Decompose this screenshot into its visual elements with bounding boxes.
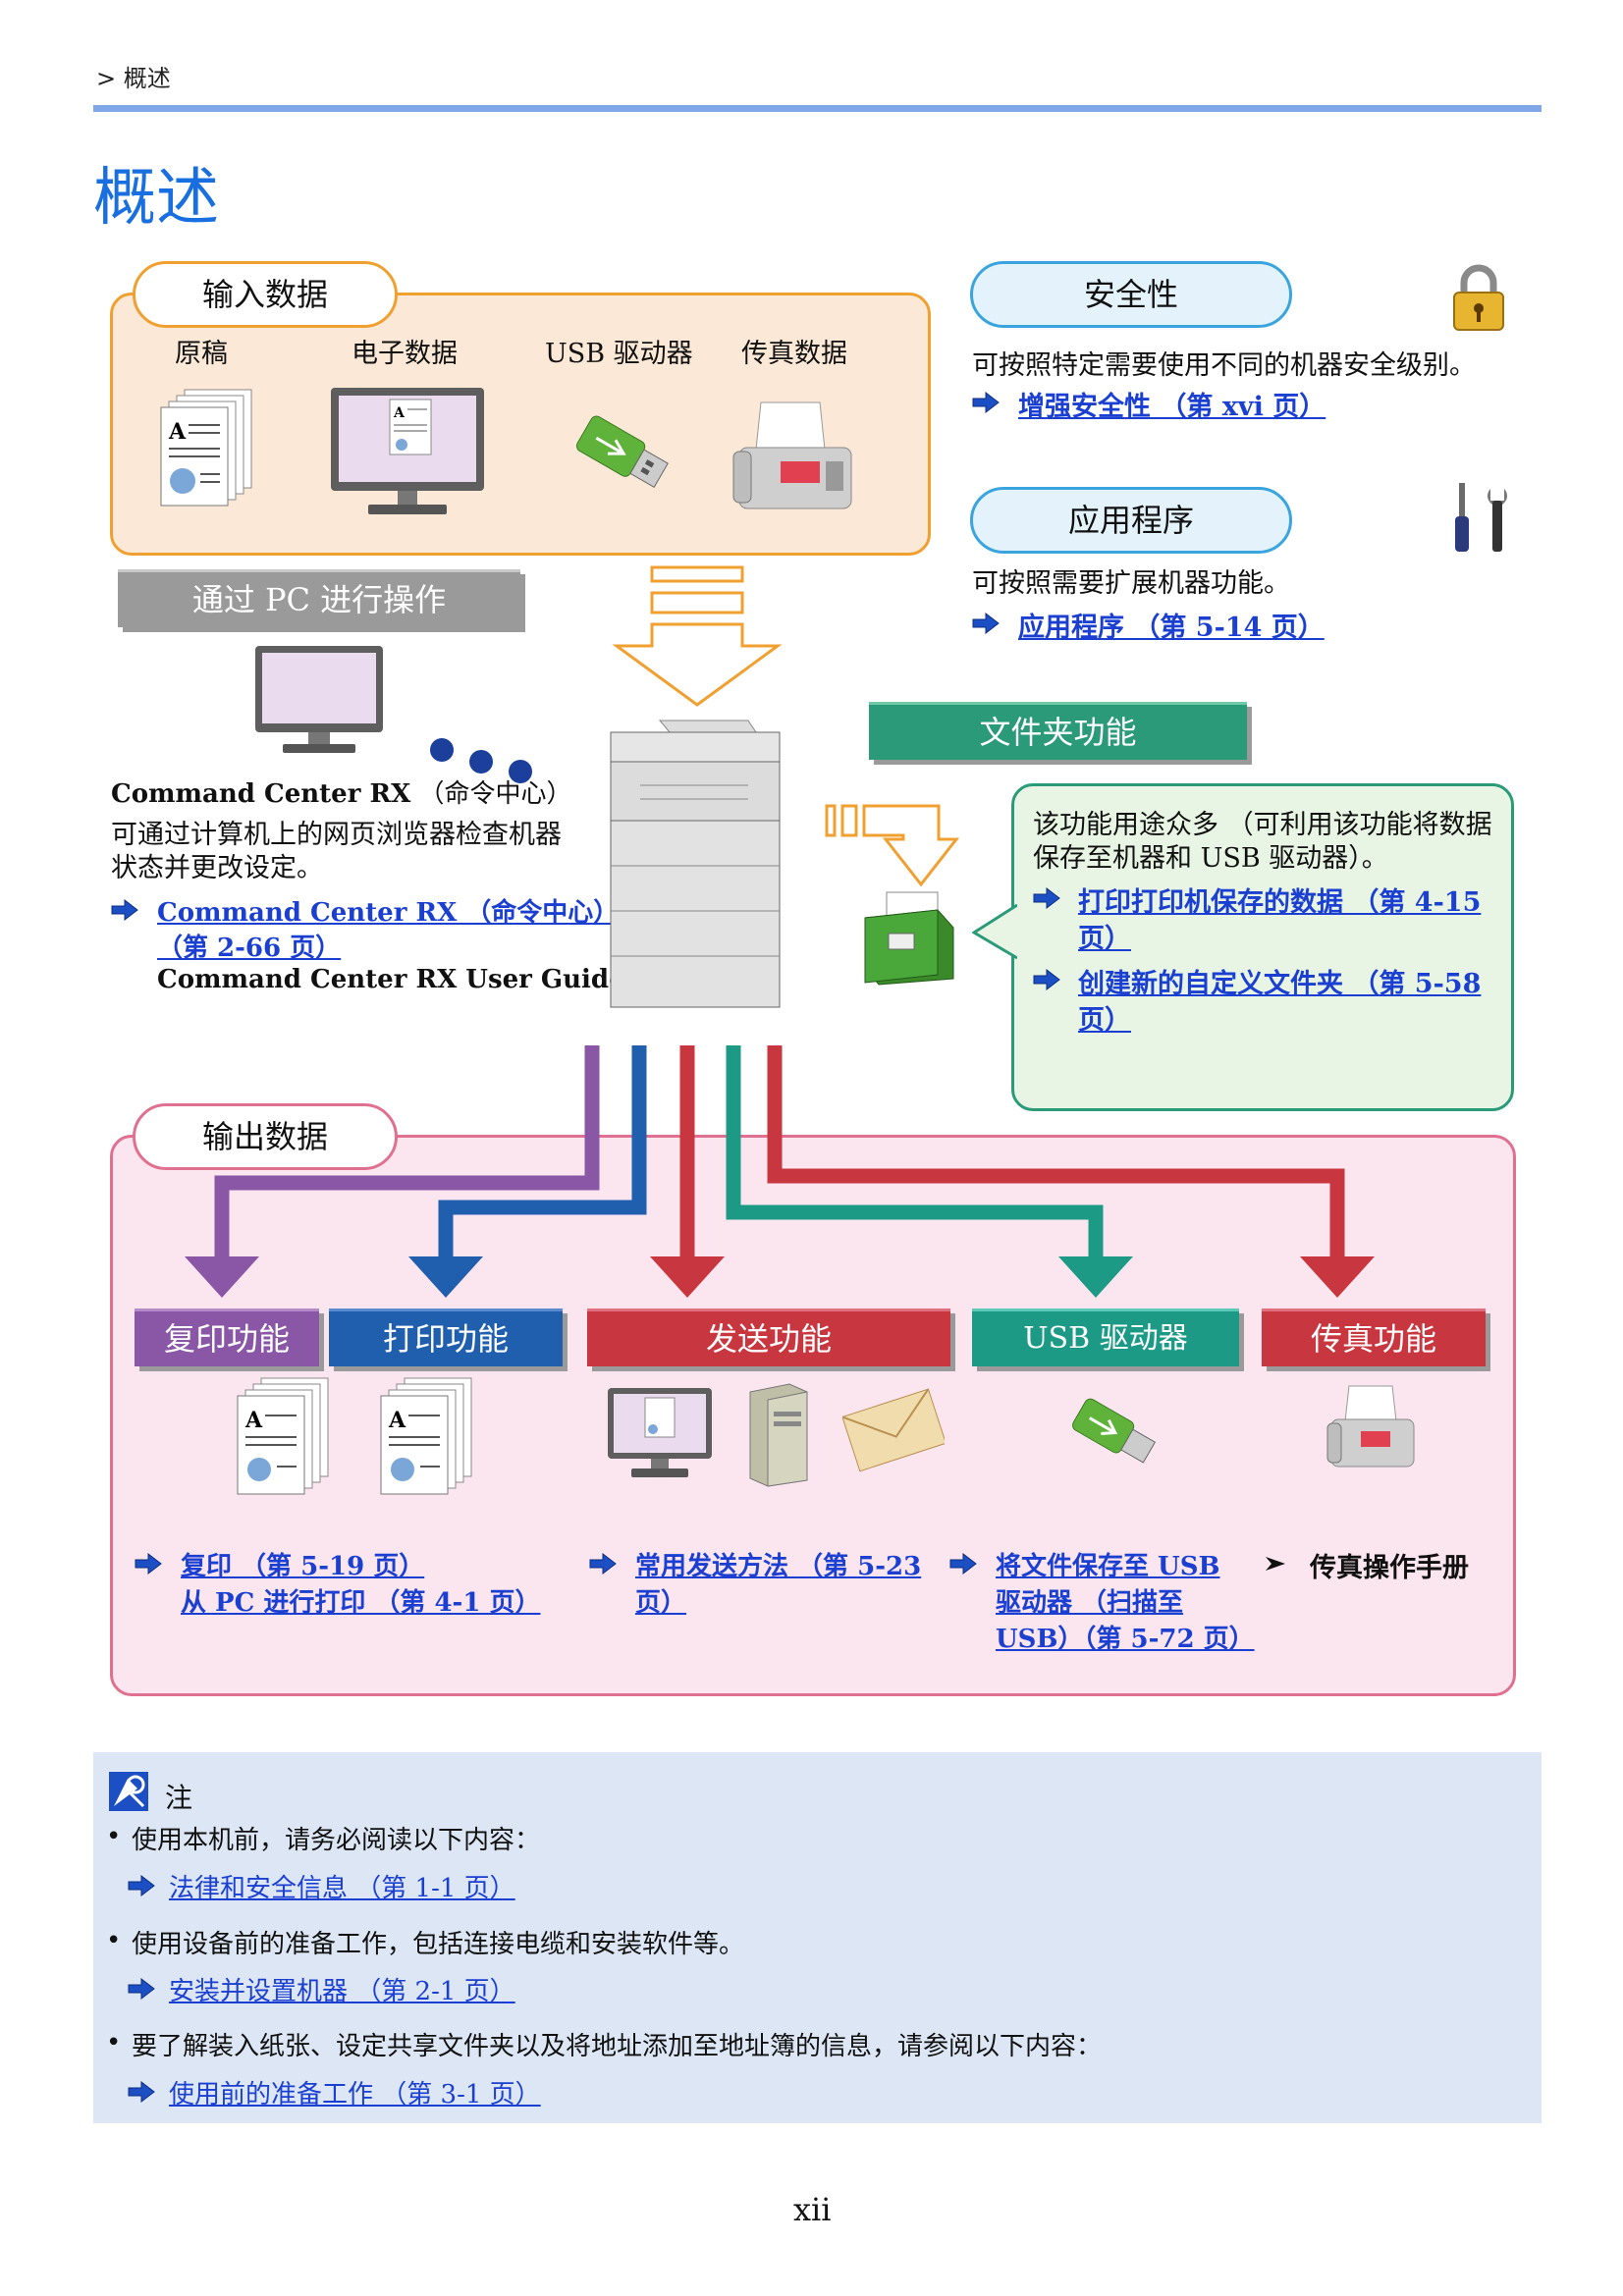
send-function-bar: 发送功能 <box>587 1308 950 1366</box>
link-arrow-icon <box>128 1875 155 1896</box>
monitor-icon: A <box>331 388 484 514</box>
note-title: 注 <box>165 1782 193 1814</box>
link-arrow-icon <box>589 1553 617 1575</box>
svg-text:A: A <box>244 1408 263 1433</box>
callout-pointer <box>972 903 1017 960</box>
usb-drive-icon <box>575 415 669 488</box>
pc-guide: Command Center RX User Guide <box>157 965 625 994</box>
folder-link2-line1[interactable]: 创建新的自定义文件夹 （第 5-58 <box>1078 969 1482 999</box>
note-item3: 要了解装入纸张、设定共享文件夹以及将地址添加至地址簿的信息，请参阅以下内容： <box>132 2032 1103 2061</box>
pc-operation-title: 通过 PC 进行操作 <box>118 569 520 627</box>
tools-icon <box>1455 483 1507 552</box>
note-bullet: • <box>106 1822 122 1851</box>
pc-name-paren: （命令中心） <box>418 779 572 809</box>
link-arrow-icon <box>949 1553 977 1575</box>
usb-link-line2[interactable]: 驱动器 （扫描至 <box>996 1588 1184 1618</box>
input-flow-arrow <box>612 565 783 707</box>
svg-text:A: A <box>168 419 187 445</box>
note-icon <box>109 1772 148 1811</box>
pc-desc-line2: 状态并更改设定。 <box>111 853 323 883</box>
folder-title: 文件夹功能 <box>869 702 1247 760</box>
link-arrow-icon <box>128 2081 155 2103</box>
application-title: 应用程序 <box>970 487 1292 554</box>
connection-dots-icon <box>430 738 532 783</box>
svg-text:A: A <box>388 1408 406 1433</box>
input-item-fax: 传真数据 <box>741 339 847 369</box>
input-item-usb: USB 驱动器 <box>545 339 693 369</box>
pc-link-line1[interactable]: Command Center RX （命令中心） <box>157 898 620 928</box>
document-box-icon <box>864 891 954 986</box>
note-panel <box>93 1752 1542 2123</box>
application-desc: 可按照需要扩展机器功能。 <box>972 568 1290 599</box>
output-data-title: 输出数据 <box>133 1103 398 1170</box>
pc-monitor-icon <box>255 646 383 753</box>
server-icon <box>749 1383 808 1487</box>
note-item1: 使用本机前，请务必阅读以下内容： <box>132 1826 541 1855</box>
print-function-bar: 打印功能 <box>329 1308 563 1366</box>
pc-name: Command Center RX （命令中心） <box>111 774 572 810</box>
send-monitor-icon <box>608 1388 712 1477</box>
security-link[interactable]: 增强安全性 （第 xvi 页） <box>1018 392 1326 422</box>
folder-link1-line1[interactable]: 打印打印机保存的数据 （第 4-15 <box>1078 887 1482 918</box>
link-arrow-icon <box>128 1978 155 2000</box>
fax-machine-icon <box>732 401 852 509</box>
security-title: 安全性 <box>970 261 1292 328</box>
print-link[interactable]: 从 PC 进行打印 （第 4-1 页） <box>181 1588 541 1618</box>
input-item-original: 原稿 <box>175 339 228 369</box>
security-desc: 可按照特定需要使用不同的机器安全级别。 <box>972 350 1476 381</box>
link-arrow-icon <box>135 1553 162 1575</box>
page-title: 概述 <box>93 162 219 235</box>
folder-desc-line1: 该功能用途众多 （可利用该功能将数据 <box>1033 810 1492 840</box>
print-output-icon: A <box>380 1377 472 1495</box>
folder-link1-line2[interactable]: 页） <box>1078 924 1131 954</box>
input-item-electronic: 电子数据 <box>352 339 458 369</box>
document-stack-icon: A <box>160 389 252 507</box>
folder-flow-arrow <box>825 804 960 887</box>
send-link-line2[interactable]: 页） <box>635 1588 687 1618</box>
output-data-panel <box>110 1135 1516 1696</box>
pc-link-line2[interactable]: （第 2-66 页） <box>157 934 342 963</box>
fax-function-bar: 传真功能 <box>1262 1308 1486 1366</box>
usb-link-line1[interactable]: 将文件保存至 USB <box>996 1552 1220 1581</box>
copy-link[interactable]: 复印 （第 5-19 页） <box>181 1552 425 1581</box>
email-envelope-icon <box>842 1388 945 1472</box>
output-flow-arrows <box>185 1045 1375 1298</box>
note-link3[interactable]: 使用前的准备工作 （第 3-1 页） <box>169 2080 541 2109</box>
note-bullet: • <box>106 2028 122 2057</box>
pc-name-bold: Command Center RX <box>111 779 411 809</box>
application-link[interactable]: 应用程序 （第 5-14 页） <box>1018 613 1325 643</box>
folder-callout <box>1011 783 1514 1111</box>
usb-output-icon <box>1072 1398 1157 1464</box>
input-data-title: 输入数据 <box>133 261 398 328</box>
note-item2: 使用设备前的准备工作，包括连接电缆和安装软件等。 <box>132 1930 745 1959</box>
page-number: xii <box>793 2191 832 2228</box>
copy-output-icon: A <box>237 1377 329 1495</box>
bullet-arrow-icon <box>1266 1557 1285 1571</box>
mfp-printer-icon <box>610 720 781 1008</box>
pc-desc-line1: 可通过计算机上的网页浏览器检查机器 <box>111 820 562 850</box>
copy-function-bar: 复印功能 <box>135 1308 319 1366</box>
note-link1[interactable]: 法律和安全信息 （第 1-1 页） <box>169 1874 515 1903</box>
fax-manual-text: 传真操作手册 <box>1310 1553 1469 1583</box>
fax-output-icon <box>1326 1385 1415 1468</box>
breadcrumb[interactable]: > 概述 <box>96 65 171 92</box>
header-rule <box>93 105 1542 112</box>
svg-text:A: A <box>393 405 406 421</box>
folder-desc-line2: 保存至机器和 USB 驱动器）。 <box>1033 843 1388 874</box>
note-bullet: • <box>106 1926 122 1955</box>
usb-function-bar: USB 驱动器 <box>972 1308 1239 1366</box>
send-link-line1[interactable]: 常用发送方法 （第 5-23 <box>635 1552 922 1581</box>
folder-link2-line2[interactable]: 页） <box>1078 1005 1131 1036</box>
note-link2[interactable]: 安装并设置机器 （第 2-1 页） <box>169 1977 515 2006</box>
lock-icon <box>1453 264 1504 331</box>
usb-link-line3[interactable]: USB）（第 5-72 页） <box>996 1625 1255 1654</box>
